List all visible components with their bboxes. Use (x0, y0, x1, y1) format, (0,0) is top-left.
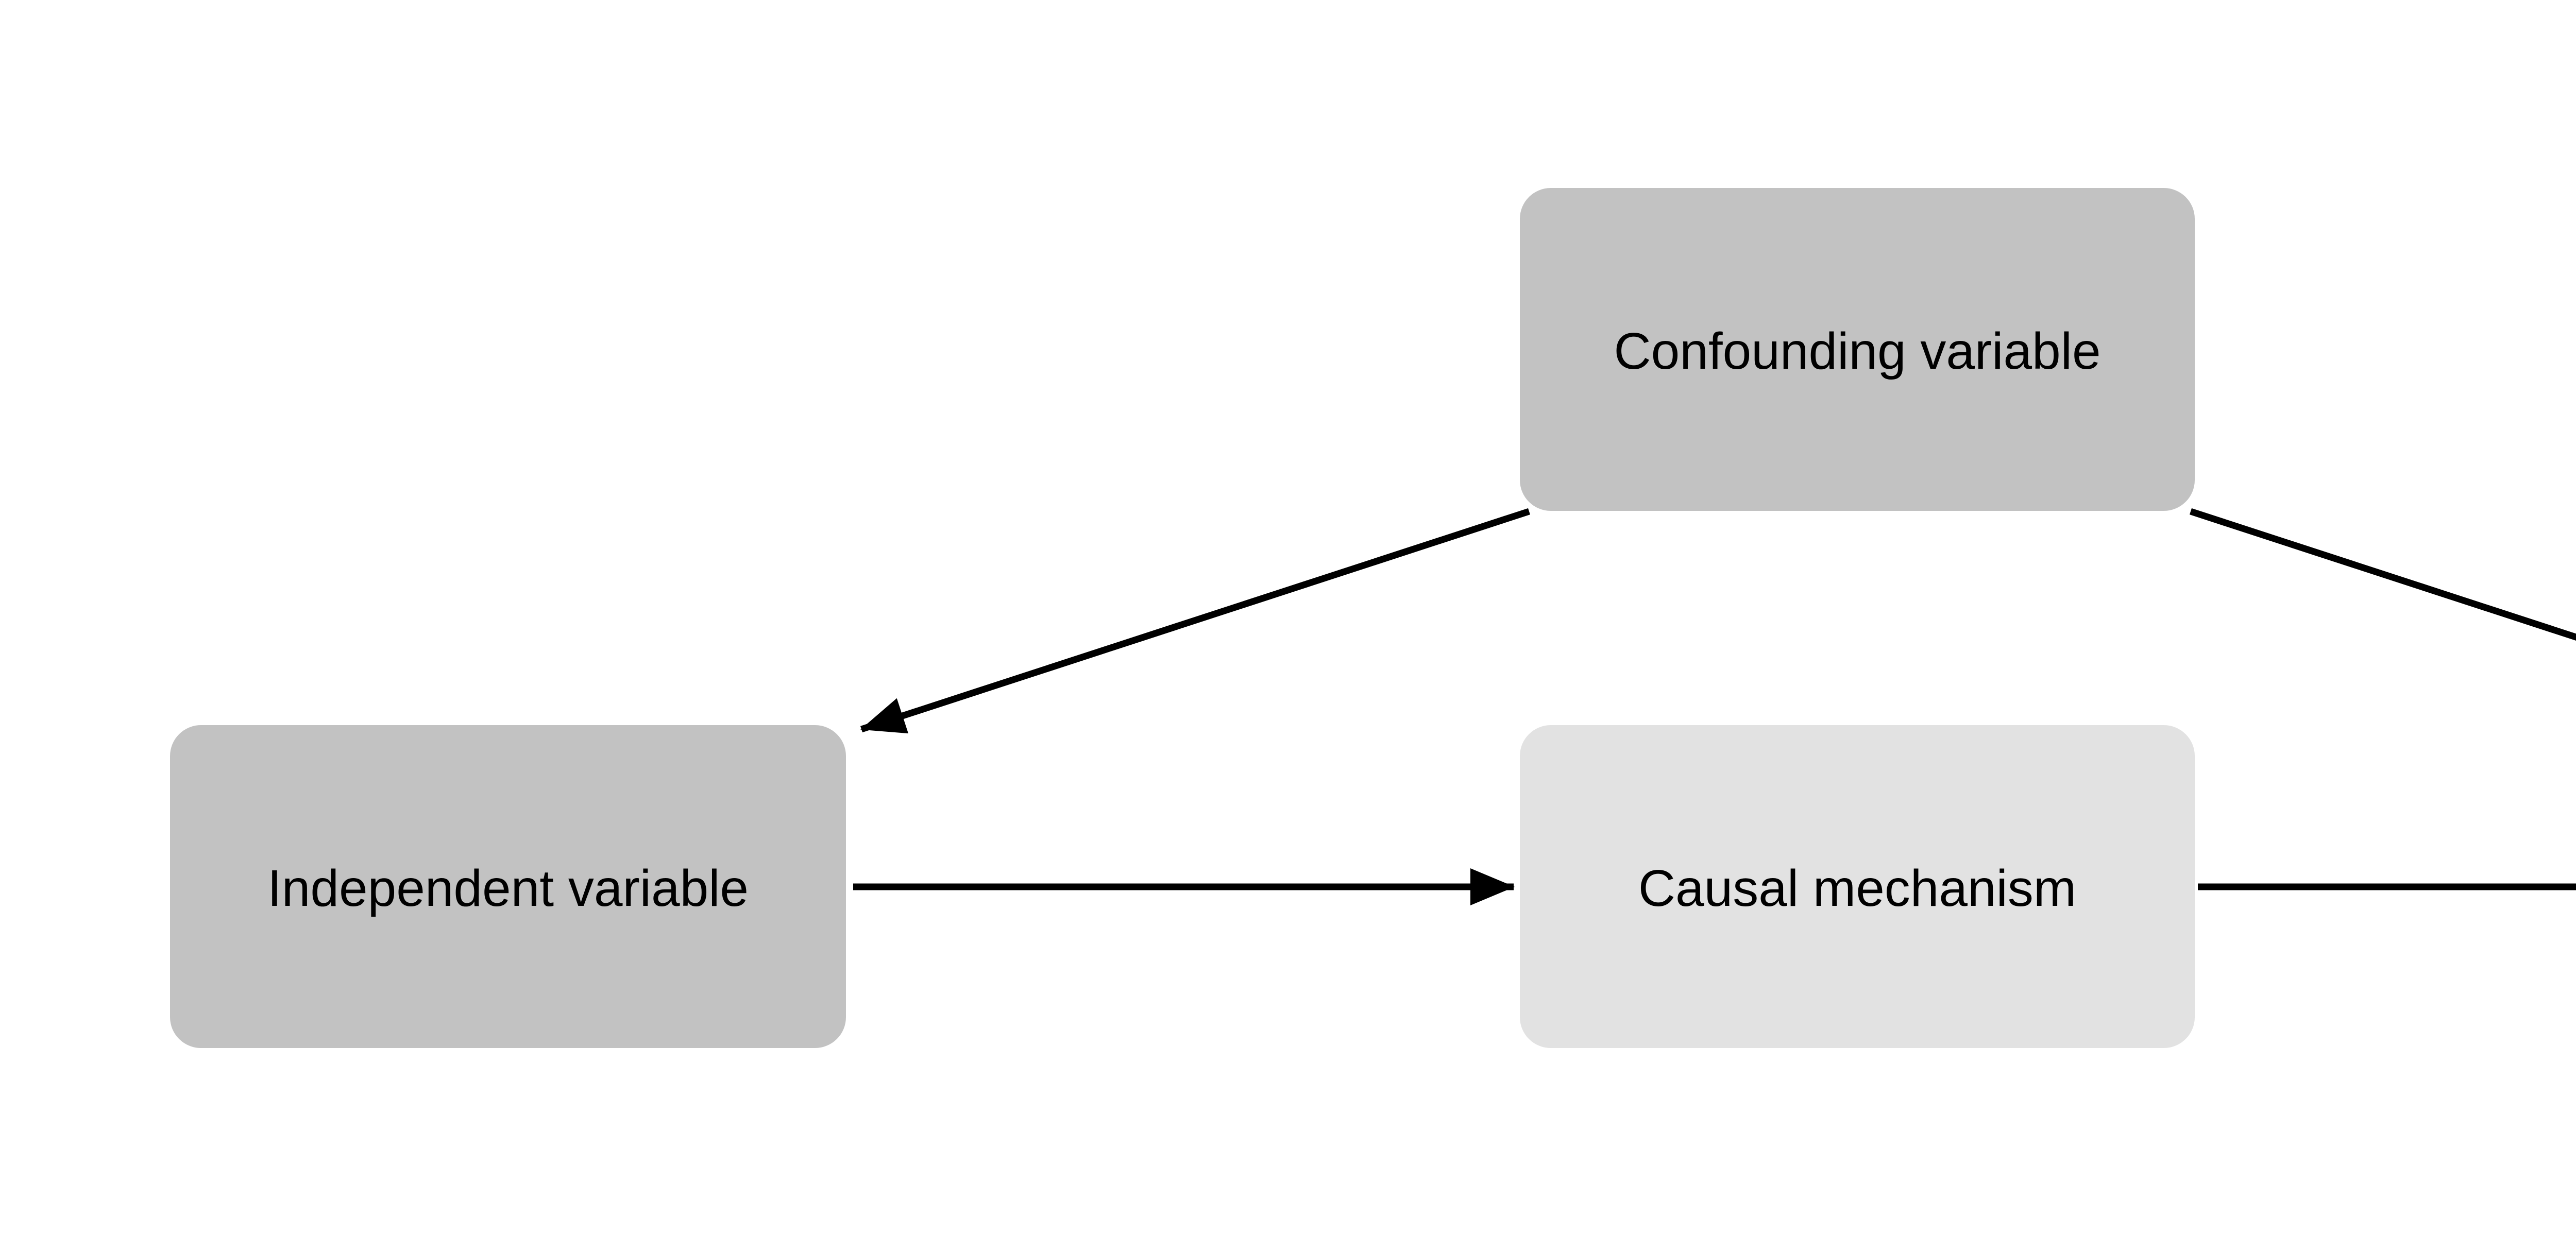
independent-variable-label: Independent variable (267, 860, 749, 917)
causal-mechanism-box (1520, 725, 2195, 1048)
node-confounding-variable: Confounding variable (1520, 188, 2195, 511)
edge-confounding-to-independent-arrow (860, 508, 1531, 734)
node-causal-mechanism: Causal mechanism (1520, 725, 2195, 1048)
confounding-variable-box (1520, 188, 2195, 511)
causal-mechanism-label: Causal mechanism (1638, 860, 2076, 917)
edge-confounding-to-dependent-arrow (2189, 508, 2576, 641)
independent-variable-box (170, 725, 846, 1048)
edge-group (853, 508, 2576, 905)
node-independent-variable: Independent variable (170, 725, 846, 1048)
confounding-variable-label: Confounding variable (1614, 322, 2100, 380)
